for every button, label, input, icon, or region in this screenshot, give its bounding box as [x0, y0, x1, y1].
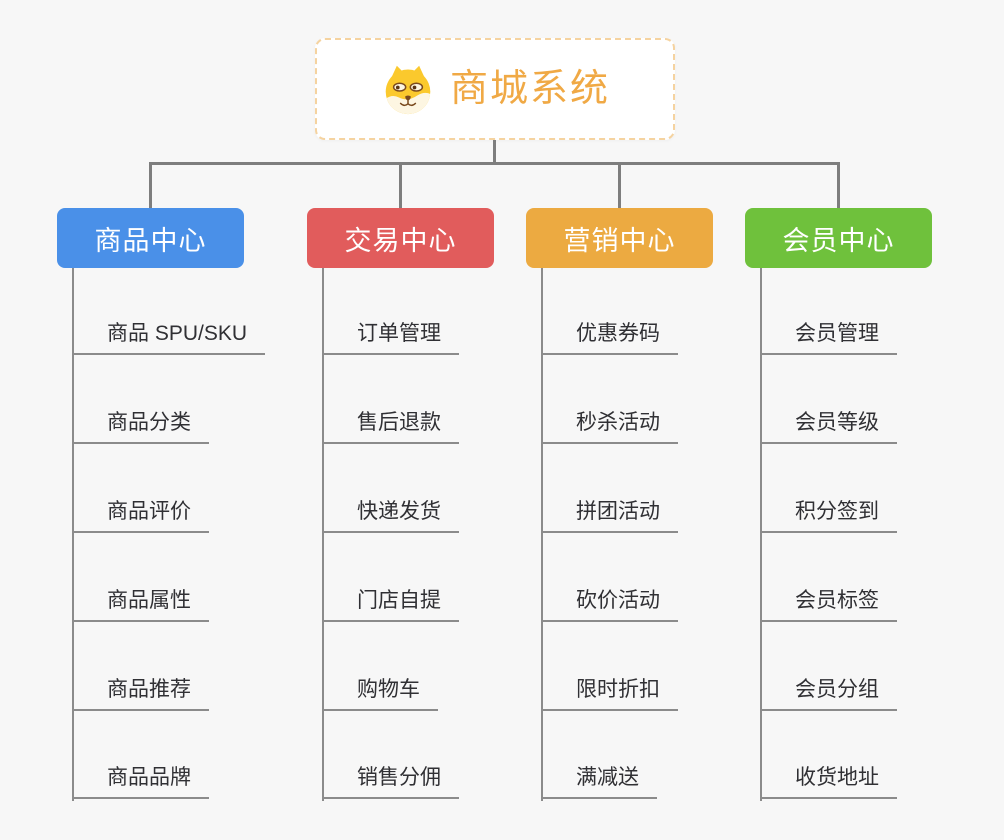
leaf-topic[interactable]: 快递发货: [322, 498, 459, 533]
leaf-topic[interactable]: 订单管理: [322, 320, 459, 355]
leaf-topic[interactable]: 商品推荐: [72, 676, 209, 711]
leaf-topic[interactable]: 会员标签: [760, 587, 897, 622]
leaf-topic[interactable]: 商品品牌: [72, 764, 209, 799]
leaf-topic[interactable]: 拼团活动: [541, 498, 678, 533]
spine-member-center: [760, 268, 762, 801]
leaf-topic[interactable]: 优惠券码: [541, 320, 678, 355]
leaf-topic[interactable]: 售后退款: [322, 409, 459, 444]
leaf-topic[interactable]: 会员管理: [760, 320, 897, 355]
leaf-topic[interactable]: 购物车: [322, 676, 438, 711]
leaf-topic[interactable]: 会员等级: [760, 409, 897, 444]
leaf-topic[interactable]: 限时折扣: [541, 676, 678, 711]
connector-drop-product: [149, 164, 152, 208]
root-node[interactable]: 商城系统: [315, 38, 675, 140]
connector-root-stub: [493, 140, 496, 164]
leaf-topic[interactable]: 积分签到: [760, 498, 897, 533]
leaf-topic[interactable]: 商品评价: [72, 498, 209, 533]
leaf-topic[interactable]: 砍价活动: [541, 587, 678, 622]
leaf-topic[interactable]: 收货地址: [760, 764, 897, 799]
spine-trade-center: [322, 268, 324, 801]
spine-product-center: [72, 268, 74, 801]
connector-drop-trade: [399, 164, 402, 208]
spine-marketing-center: [541, 268, 543, 801]
connector-drop-member: [837, 164, 840, 208]
branch-node-product-center[interactable]: 商品中心: [57, 208, 244, 268]
leaf-topic[interactable]: 销售分佣: [322, 764, 459, 799]
leaf-topic[interactable]: 商品 SPU/SKU: [72, 320, 266, 355]
shiba-dog-icon: [380, 63, 436, 115]
leaf-topic[interactable]: 满减送: [541, 764, 657, 799]
leaf-topic[interactable]: 会员分组: [760, 676, 897, 711]
branch-node-trade-center[interactable]: 交易中心: [307, 208, 494, 268]
leaf-topic[interactable]: 秒杀活动: [541, 409, 678, 444]
connector-horizontal-bar: [149, 162, 840, 165]
root-title: 商城系统: [449, 68, 610, 110]
connector-drop-marketing: [618, 164, 621, 208]
leaf-topic[interactable]: 门店自提: [322, 587, 459, 622]
leaf-topic[interactable]: 商品属性: [72, 587, 209, 622]
branch-node-member-center[interactable]: 会员中心: [745, 208, 932, 268]
branch-node-marketing-center[interactable]: 营销中心: [526, 208, 713, 268]
leaf-topic[interactable]: 商品分类: [72, 409, 209, 444]
